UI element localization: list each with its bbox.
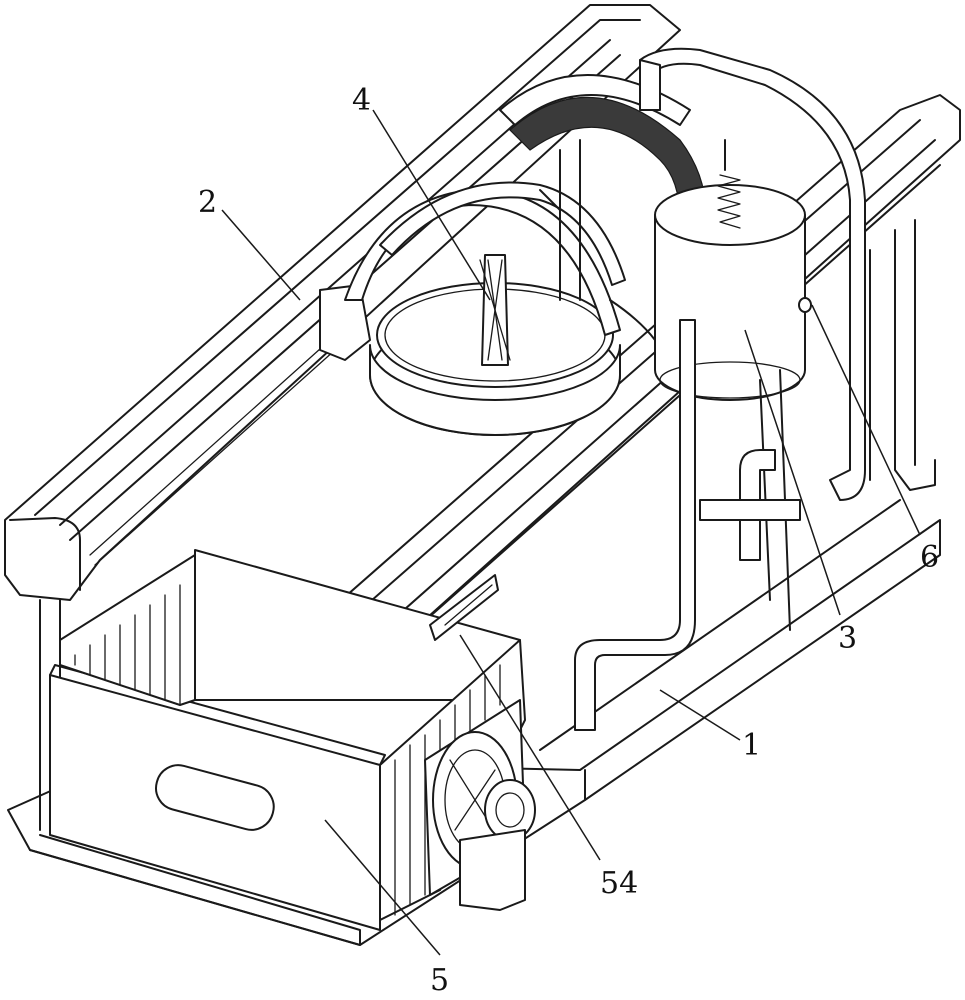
- tank-spring: [717, 139, 741, 229]
- mixing-bowl: [369, 282, 621, 436]
- callout-1: 1: [742, 728, 761, 763]
- callout-frame: 1: [659, 689, 761, 763]
- fan-bracket: [429, 574, 499, 641]
- callout-2: 2: [198, 185, 217, 220]
- callout-6: 6: [920, 540, 939, 575]
- fan-unit: [424, 699, 536, 911]
- tank: [654, 184, 806, 631]
- callout-bolt: 6: [811, 304, 939, 575]
- callout-agitator: 4: [352, 83, 491, 301]
- piping: [539, 47, 866, 731]
- agitator-shaft: [479, 254, 511, 366]
- callout-basket: 5: [324, 819, 449, 998]
- callout-rail: 2: [198, 185, 301, 301]
- callout-3: 3: [838, 621, 857, 656]
- callout-54: 54: [600, 866, 638, 901]
- callout-4: 4: [352, 83, 371, 118]
- side-bolt: [798, 297, 812, 313]
- basket-left-grille: [59, 554, 196, 706]
- callout-fan: 54: [459, 634, 638, 901]
- callout-5: 5: [430, 963, 449, 998]
- callout-tank: 3: [744, 329, 857, 656]
